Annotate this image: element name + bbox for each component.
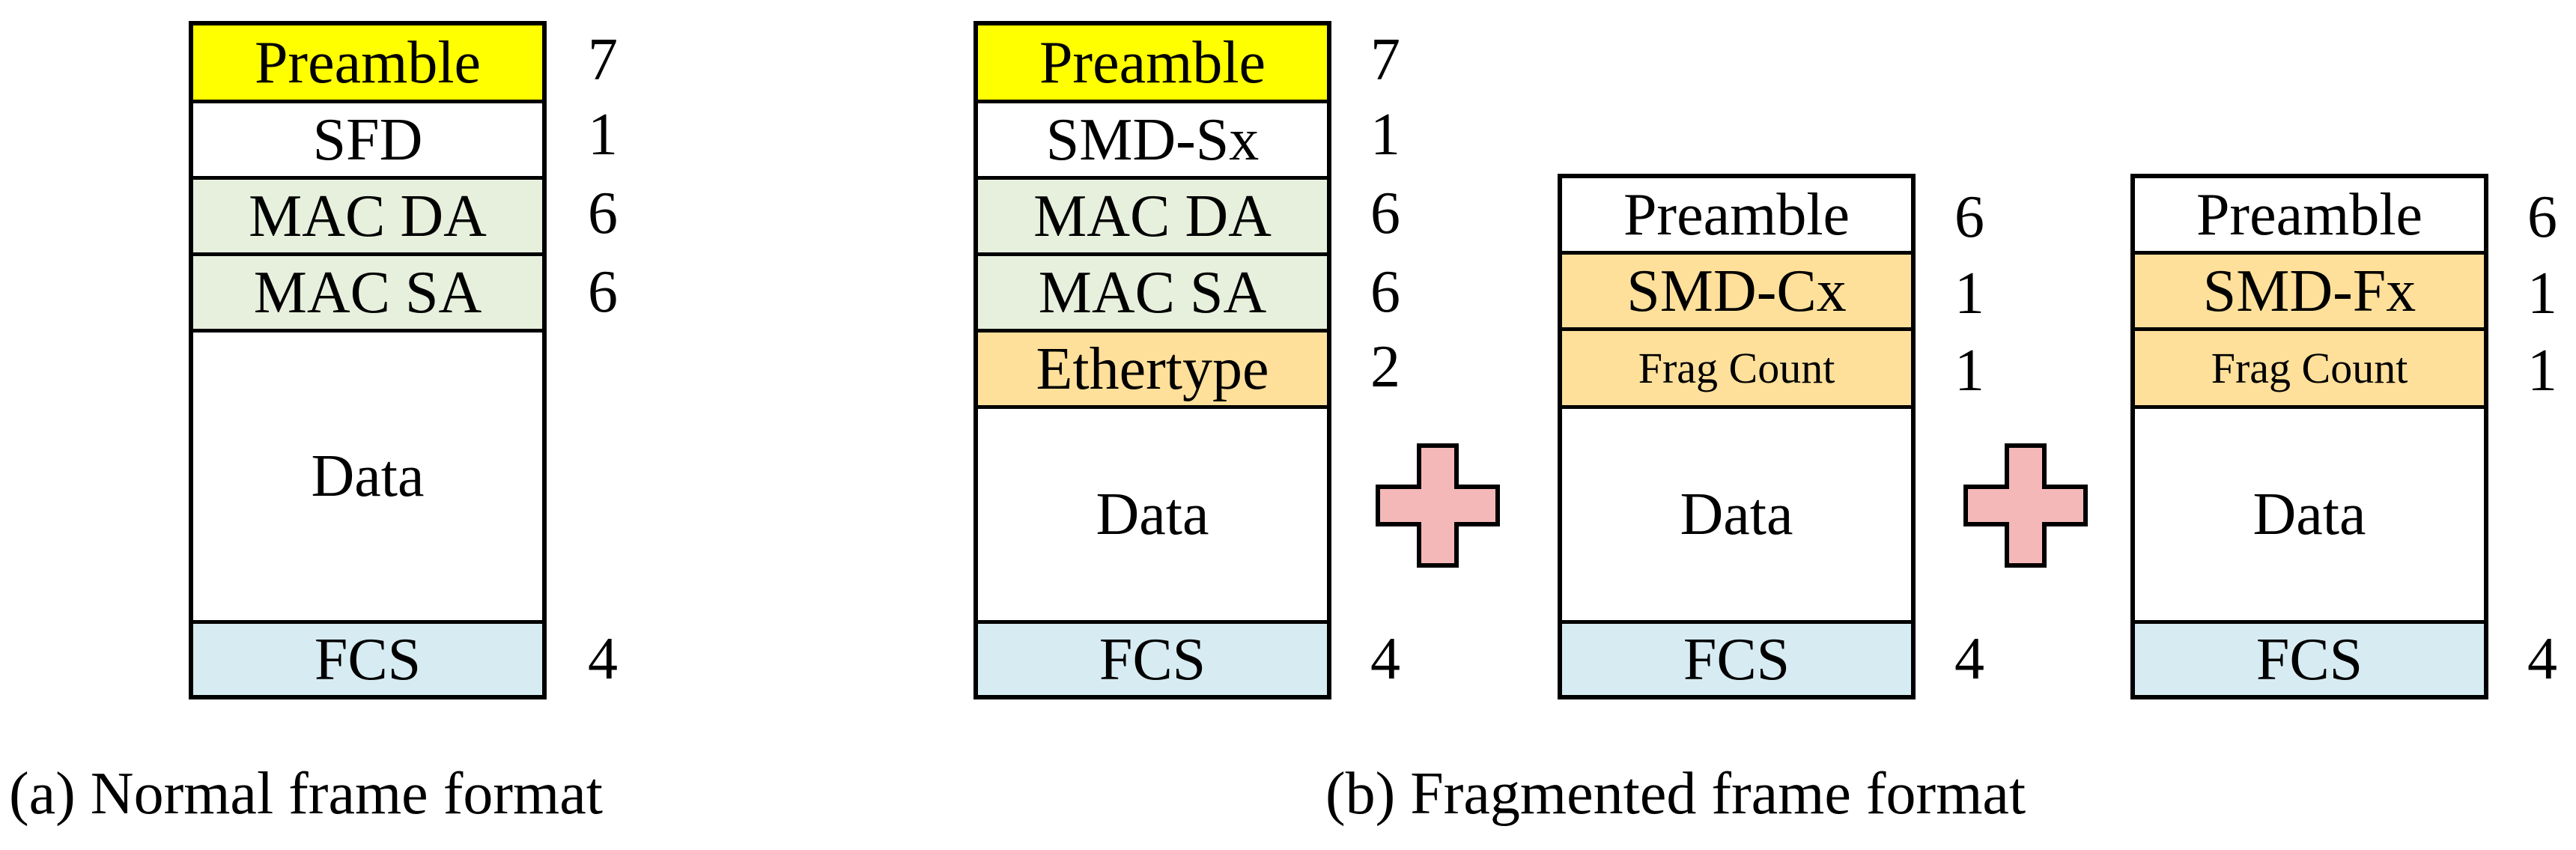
plus-icon bbox=[1376, 443, 1500, 568]
data-field: Data bbox=[2135, 409, 2484, 620]
smd-sx-field: SMD-Sx bbox=[978, 103, 1327, 180]
fcs-size: 4 bbox=[1370, 626, 1400, 692]
data-field: Data bbox=[193, 333, 542, 620]
data-field: Data bbox=[978, 409, 1327, 620]
smd-cx-size: 1 bbox=[1954, 261, 1984, 327]
fragment-final-frame: Preamble SMD-Fx Frag Count Data FCS bbox=[2130, 174, 2488, 699]
ethertype-field: Ethertype bbox=[978, 333, 1327, 409]
caption-fragmented-frame: (b) Fragmented frame format bbox=[1325, 761, 2026, 827]
fragment-continue-frame: Preamble SMD-Cx Frag Count Data FCS bbox=[1558, 174, 1916, 699]
ethertype-size: 2 bbox=[1370, 334, 1400, 400]
frag-count-size: 1 bbox=[1954, 338, 1984, 404]
fcs-field: FCS bbox=[2135, 620, 2484, 695]
fcs-size: 4 bbox=[588, 626, 618, 692]
preamble-size: 6 bbox=[1954, 184, 1984, 250]
preamble-field: Preamble bbox=[193, 25, 542, 103]
frag-count-field: Frag Count bbox=[1562, 331, 1911, 409]
mac-sa-size: 6 bbox=[588, 259, 618, 325]
fcs-size: 4 bbox=[1954, 626, 1984, 692]
mac-da-field: MAC DA bbox=[193, 180, 542, 256]
fcs-size: 4 bbox=[2527, 626, 2557, 692]
mac-sa-field: MAC SA bbox=[193, 256, 542, 333]
fcs-field: FCS bbox=[978, 620, 1327, 695]
sfd-field: SFD bbox=[193, 103, 542, 180]
mac-da-field: MAC DA bbox=[978, 180, 1327, 256]
smd-sx-size: 1 bbox=[1370, 102, 1400, 168]
frag-count-size: 1 bbox=[2527, 338, 2557, 404]
sfd-size: 1 bbox=[588, 102, 618, 168]
preamble-field: Preamble bbox=[978, 25, 1327, 103]
preamble-field: Preamble bbox=[2135, 178, 2484, 255]
smd-fx-field: SMD-Fx bbox=[2135, 255, 2484, 331]
data-field: Data bbox=[1562, 409, 1911, 620]
preamble-size: 6 bbox=[2527, 184, 2557, 250]
plus-icon bbox=[1963, 443, 2088, 568]
smd-cx-field: SMD-Cx bbox=[1562, 255, 1911, 331]
preamble-size: 7 bbox=[1370, 27, 1400, 93]
mac-sa-field: MAC SA bbox=[978, 256, 1327, 333]
preamble-size: 7 bbox=[588, 27, 618, 93]
preamble-field: Preamble bbox=[1562, 178, 1911, 255]
mac-da-size: 6 bbox=[588, 180, 618, 246]
caption-normal-frame: (a) Normal frame format bbox=[9, 761, 603, 827]
fcs-field: FCS bbox=[193, 620, 542, 695]
fcs-field: FCS bbox=[1562, 620, 1911, 695]
normal-frame: Preamble SFD MAC DA MAC SA Data FCS bbox=[189, 21, 547, 699]
mac-sa-size: 6 bbox=[1370, 259, 1400, 325]
mac-da-size: 6 bbox=[1370, 180, 1400, 246]
smd-fx-size: 1 bbox=[2527, 261, 2557, 327]
fragment-start-frame: Preamble SMD-Sx MAC DA MAC SA Ethertype … bbox=[973, 21, 1331, 699]
frag-count-field: Frag Count bbox=[2135, 331, 2484, 409]
